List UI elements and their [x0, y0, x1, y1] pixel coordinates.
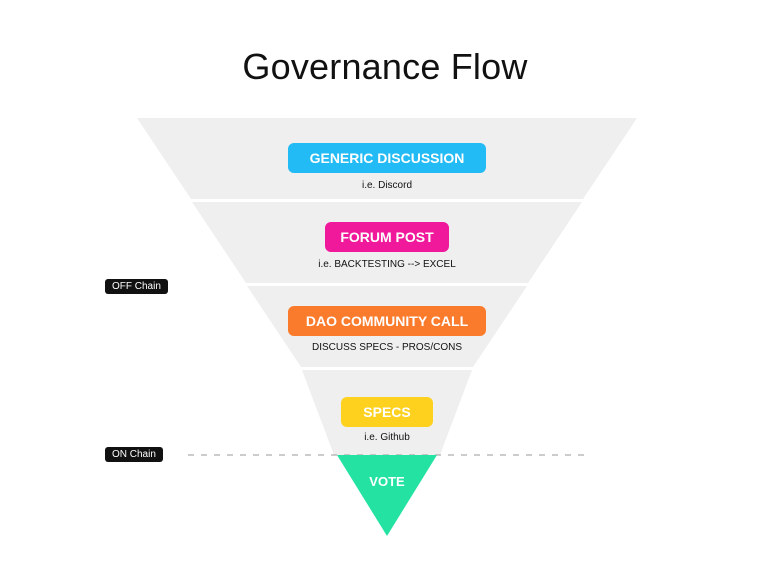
specs-pill: SPECS	[341, 397, 433, 427]
off-chain-tag: OFF Chain	[105, 279, 168, 294]
vote-label: VOTE	[369, 474, 405, 489]
dao-community-call-note: DISCUSS SPECS - PROS/CONS	[311, 342, 463, 353]
generic-discussion-pill: GENERIC DISCUSSION	[288, 143, 486, 173]
specs-note: i.e. Github	[364, 432, 410, 443]
vote-triangle	[337, 455, 437, 536]
generic-discussion-note: i.e. Discord	[361, 180, 412, 191]
forum-post-pill: FORUM POST	[325, 222, 449, 252]
forum-post-note: i.e. BACKTESTING --> EXCEL	[318, 259, 456, 270]
diagram-title: Governance Flow	[242, 46, 528, 87]
dao-community-call-pill: DAO COMMUNITY CALL	[288, 306, 486, 336]
on-chain-tag: ON Chain	[105, 447, 163, 462]
